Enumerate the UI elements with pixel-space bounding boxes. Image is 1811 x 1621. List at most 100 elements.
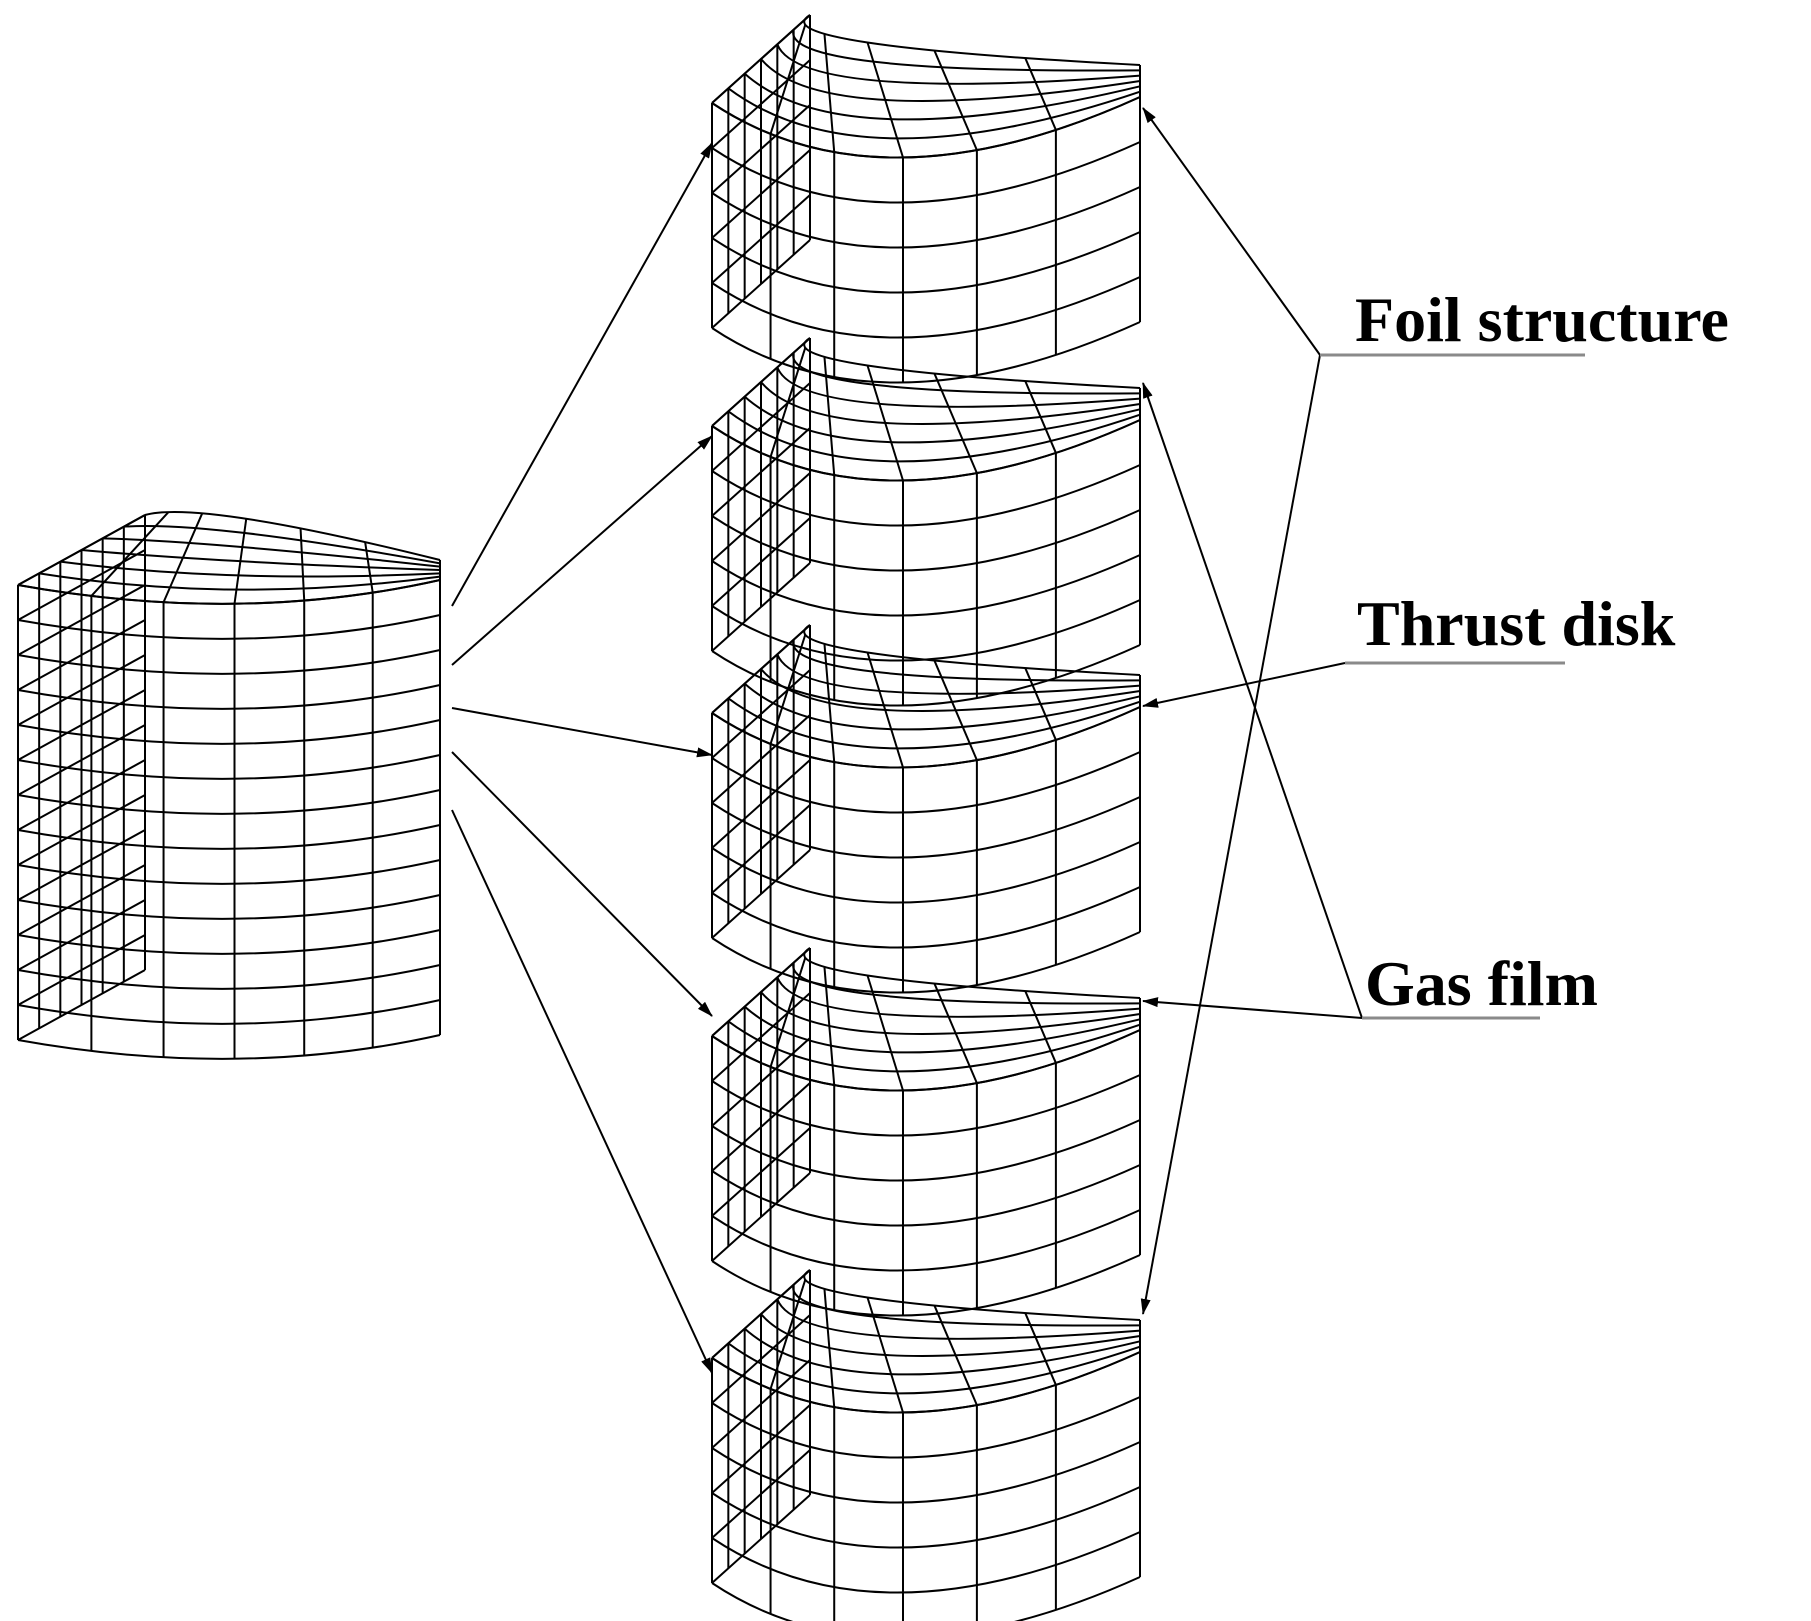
layer-mesh-block-4 [711,947,1141,1317]
mesh-radial-line [1024,1312,1057,1386]
connector-group [451,107,1585,1374]
layer-mesh-block-1 [711,14,1141,384]
underline-group [1320,353,1585,1020]
mesh-front-layer [711,706,1141,769]
mesh-front-layer [711,1164,1141,1227]
leader-foil-bottom [1140,354,1321,1315]
mesh-radial-line [1024,380,1057,454]
arrow-assembly-to-layer-2 [451,435,713,666]
mesh-front-layer [711,599,1141,662]
mesh-front-layer [711,1351,1141,1414]
leader-gas-film-lower [1142,997,1363,1019]
mesh-arc-line [711,1351,1141,1414]
mesh-radial-line [866,1297,904,1413]
mesh-arc-line [776,43,1141,85]
leader-foil-top [1142,107,1321,356]
label-foil-structure: Foil structure [1355,284,1729,355]
mesh-front-layer [711,1531,1141,1594]
mesh-front-layer [711,1254,1141,1317]
mesh-front-layer [711,1576,1141,1621]
mesh-front-layer [711,1486,1141,1549]
mesh-front-layer [711,96,1141,159]
mesh-front-layer [711,464,1141,527]
mesh-arc-line [776,366,1141,408]
mesh-radial-line [823,356,836,476]
mesh-arc-line [711,96,1141,159]
mesh-group [17,14,1141,1621]
mesh-radial-line [1024,667,1057,741]
mesh-radial-line [233,518,248,604]
mesh-arc-line [144,511,441,561]
mesh-arc-line [711,419,1141,482]
mesh-front-layer [711,1209,1141,1272]
mesh-front-layer [711,1074,1141,1137]
mesh-arc-line [792,639,1141,682]
arrow-assembly-to-layer-3 [451,707,713,758]
mesh-front-layer [711,554,1141,617]
arrow-assembly-to-layer-4 [451,751,713,1017]
mesh-front-layer [711,231,1141,294]
mesh-arc-line [727,87,1141,140]
mesh-radial-line [933,1305,978,1406]
label-thrust-disk: Thrust disk [1357,588,1676,659]
mesh-arc-line [727,1020,1141,1073]
mesh-arc-line [776,653,1141,695]
mesh-arc-line [711,1029,1141,1092]
mesh-radial-line [933,373,978,474]
mesh-front-layer [711,1119,1141,1182]
mesh-front-layer [17,579,441,605]
mesh-front-layer [711,1029,1141,1092]
mesh-radial-line [866,652,904,768]
mesh-radial-line [90,511,170,597]
mesh-arc-line [803,624,1141,676]
mesh-radial-line [866,975,904,1091]
mesh-front-layer [711,419,1141,482]
layer-mesh-block-3 [711,624,1141,994]
arrow-group [451,142,713,1374]
mesh-arc-line [727,1342,1141,1395]
mesh-arc-line [711,706,1141,769]
mesh-front-layer [711,186,1141,249]
layer-mesh-block-5 [711,1269,1141,1621]
layer-mesh-block-2 [711,337,1141,707]
mesh-front-layer [711,509,1141,572]
mesh-arc-line [792,29,1141,72]
mesh-arc-line [776,1298,1141,1340]
mesh-radial-line [823,1288,836,1408]
mesh-arc-line [803,14,1141,66]
label-leader-group [1140,107,1363,1315]
mesh-front-layer [711,796,1141,859]
mesh-arc-line [792,1284,1141,1327]
mesh-radial-line [933,983,978,1084]
mesh-radial-line [823,33,836,153]
assembly-mesh-block [17,511,441,1060]
leader-thrust-disk [1142,662,1346,708]
mesh-radial-line [823,643,836,763]
mesh-radial-line [933,50,978,151]
mesh-radial-line [364,541,374,593]
mesh-radial-line [1024,990,1057,1064]
mesh-front-layer [711,141,1141,204]
leader-gas-film-upper [1142,382,1363,1019]
mesh-front-layer [711,751,1141,814]
mesh-front-layer [711,1441,1141,1504]
mesh-front-layer [711,276,1141,339]
mesh-radial-line [299,528,306,601]
mesh-front-layer [711,841,1141,904]
mesh-radial-line [933,660,978,761]
mesh-front-layer [711,886,1141,949]
mesh-radial-line [162,512,204,603]
mesh-front-layer [711,1396,1141,1459]
mesh-front-layer [17,1034,441,1060]
arrow-assembly-to-layer-1 [451,142,713,607]
mesh-radial-line [866,42,904,158]
label-gas-film: Gas film [1365,948,1598,1019]
mesh-radial-line [1024,57,1057,131]
mesh-arc-line [776,976,1141,1018]
arrow-assembly-to-layer-5 [451,809,713,1374]
mesh-arc-line [727,410,1141,463]
mesh-radial-line [823,966,836,1086]
mesh-radial-line [866,365,904,481]
